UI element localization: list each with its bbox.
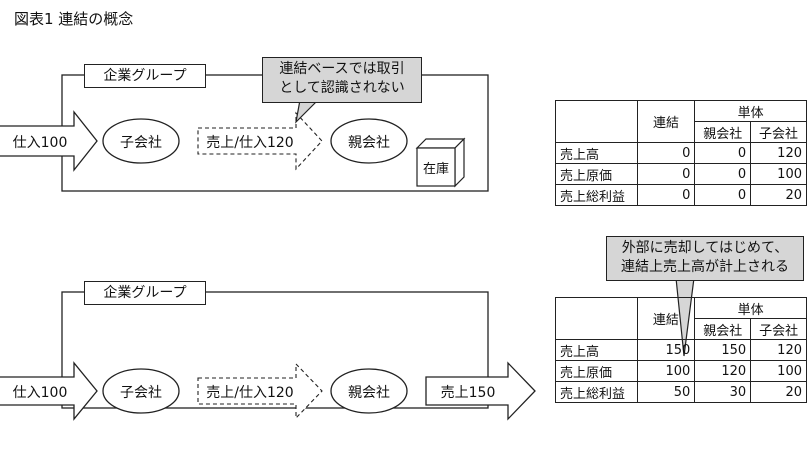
top-parent-ellipse [330,118,408,164]
bottom-purchase-arrow [0,361,98,421]
top-purchase-arrow [0,110,98,172]
bottom-col-subsidiary: 子会社 [750,318,807,340]
cell-subsidiary: 120 [750,142,807,164]
top-purchase-label: 仕入100 [12,135,68,151]
bottom-callout-line2: 連結上売上高が計上される [621,259,789,275]
top-table-corner [555,100,638,143]
bottom-parent-label: 親会社 [348,385,390,401]
bottom-subsidiary-label: 子会社 [120,385,162,401]
bottom-col-parent: 親会社 [694,318,752,340]
external-sales-label: 売上150 [440,385,496,401]
row-label: 売上総利益 [555,184,638,206]
table-row: 売上高 150 150 120 [555,339,807,361]
inventory-cube-icon [415,137,466,188]
top-subsidiary-label: 子会社 [120,135,162,151]
cell-subsidiary: 100 [750,163,807,185]
cell-consolidated: 100 [636,360,696,382]
cell-parent: 120 [694,360,752,382]
top-callout-line2: として認識されない [279,80,405,96]
top-internal-arrow [197,111,323,171]
cell-parent: 150 [694,339,752,361]
bottom-subsidiary-ellipse [102,368,180,414]
bottom-sales-arrow [425,361,536,421]
cell-parent: 0 [694,142,752,164]
cell-consolidated: 0 [636,184,696,206]
row-label: 売上高 [555,142,638,164]
top-col-subsidiary: 子会社 [750,121,807,143]
bottom-callout: 外部に売却してはじめて、 連結上売上高が計上される [606,236,804,281]
cell-subsidiary: 20 [750,381,807,403]
table-row: 売上総利益 0 0 20 [555,184,807,206]
top-parent-label: 親会社 [348,135,390,151]
cell-subsidiary: 100 [750,360,807,382]
cell-consolidated: 150 [636,339,696,361]
bottom-callout-line1: 外部に売却してはじめて、 [621,240,789,256]
bottom-internal-arrow [197,362,323,420]
cell-consolidated: 50 [636,381,696,403]
top-group-label: 企業グループ [84,64,206,88]
figure-title: 図表1 連結の概念 [14,10,134,28]
bottom-parent-ellipse [330,368,408,414]
bottom-internal-flow-label: 売上/仕入120 [206,385,294,401]
row-label: 売上原価 [555,360,638,382]
table-row: 売上高 0 0 120 [555,142,807,164]
table-row: 売上原価 0 0 100 [555,163,807,185]
bottom-col-consolidated: 連結 [636,297,696,340]
cell-subsidiary: 120 [750,339,807,361]
bottom-table-corner [555,297,638,340]
cell-parent: 0 [694,163,752,185]
top-col-standalone: 単体 [694,100,807,122]
cell-parent: 30 [694,381,752,403]
top-comparison-table: 連結 単体 親会社 子会社 売上高 0 0 120 売上原価 0 0 100 売… [555,100,807,206]
cell-consolidated: 0 [636,142,696,164]
row-label: 売上原価 [555,163,638,185]
top-callout-line1: 連結ベースでは取引 [279,61,405,77]
top-callout: 連結ベースでは取引 として認識されない [262,57,422,103]
row-label: 売上総利益 [555,381,638,403]
top-col-parent: 親会社 [694,121,752,143]
bottom-group-frame [61,291,489,409]
top-callout-pointer [295,99,320,124]
bottom-purchase-label: 仕入100 [12,385,68,401]
top-col-consolidated: 連結 [636,100,696,143]
cell-subsidiary: 20 [750,184,807,206]
top-internal-flow-label: 売上/仕入120 [206,135,294,151]
table-row: 売上総利益 50 30 20 [555,381,807,403]
cell-parent: 0 [694,184,752,206]
bottom-group-label: 企業グループ [84,281,206,305]
table-row: 売上原価 100 120 100 [555,360,807,382]
bottom-col-standalone: 単体 [694,297,807,319]
cell-consolidated: 0 [636,163,696,185]
bottom-comparison-table: 連結 単体 親会社 子会社 売上高 150 150 120 売上原価 100 1… [555,297,807,403]
top-subsidiary-ellipse [102,118,180,164]
row-label: 売上高 [555,339,638,361]
inventory-label: 在庫 [422,162,449,177]
